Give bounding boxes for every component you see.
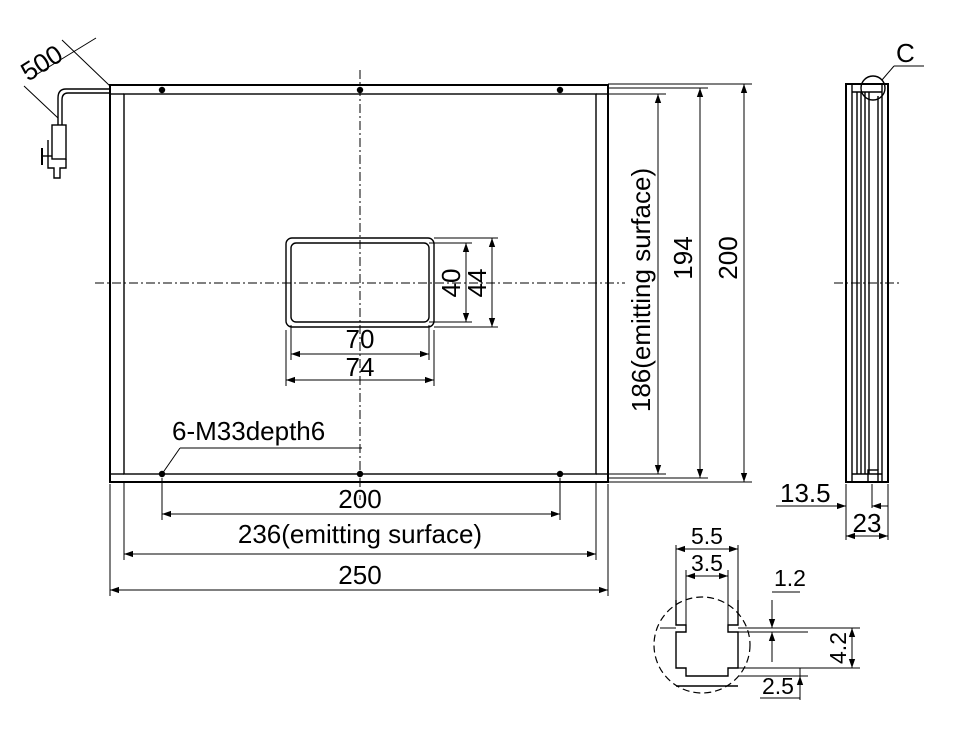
cutout-outer: [285, 237, 435, 328]
cutout-width-outer-label: 74: [346, 352, 375, 382]
overall-width-label: 250: [338, 560, 381, 590]
tap-holes-label: 6-M33depth6: [172, 416, 325, 446]
overall-height-label: 200: [713, 236, 743, 279]
emitting-height-label: 186(emitting surface): [626, 168, 656, 412]
chamfer-marker-label: C: [896, 38, 915, 68]
hole-bottom-right: [556, 470, 564, 478]
cutout-inner: [290, 242, 430, 323]
chamfer-detail-circle: [860, 75, 886, 101]
detail-groove-label: 1.2: [774, 565, 806, 591]
cable-length-label: 500: [15, 39, 68, 87]
front-view: 500 6-M33depth6 70 74 40 44 200 236(emit…: [15, 37, 752, 596]
side-view: C 13.5 23: [776, 38, 924, 540]
side-offset-label: 13.5: [780, 478, 831, 508]
detail-view: 5.5 3.5 1.2 4.2 2.5: [653, 523, 860, 700]
hole-top-left: [158, 86, 166, 94]
hole-pitch-label: 200: [338, 484, 381, 514]
side-thickness-label: 23: [853, 508, 882, 538]
detail-boundary-circle: [653, 596, 751, 694]
cable: [41, 88, 110, 179]
cutout-height-inner-label: 40: [436, 269, 466, 298]
detail-width-inner-label: 3.5: [691, 550, 723, 576]
hole-top-center: [356, 86, 364, 94]
inner-height-label: 194: [668, 236, 698, 279]
emitting-width-label: 236(emitting surface): [238, 519, 482, 549]
detail-height-label: 4.2: [825, 632, 851, 664]
hole-bottom-center: [356, 470, 364, 478]
connector-body: [51, 124, 67, 160]
detail-width-outer-label: 5.5: [691, 523, 723, 549]
cutout-width-inner-label: 70: [346, 324, 375, 354]
cutout-height-outer-label: 44: [462, 269, 492, 298]
detail-profile: [675, 600, 739, 677]
hole-top-right: [556, 86, 564, 94]
detail-step-label: 2.5: [762, 673, 794, 699]
